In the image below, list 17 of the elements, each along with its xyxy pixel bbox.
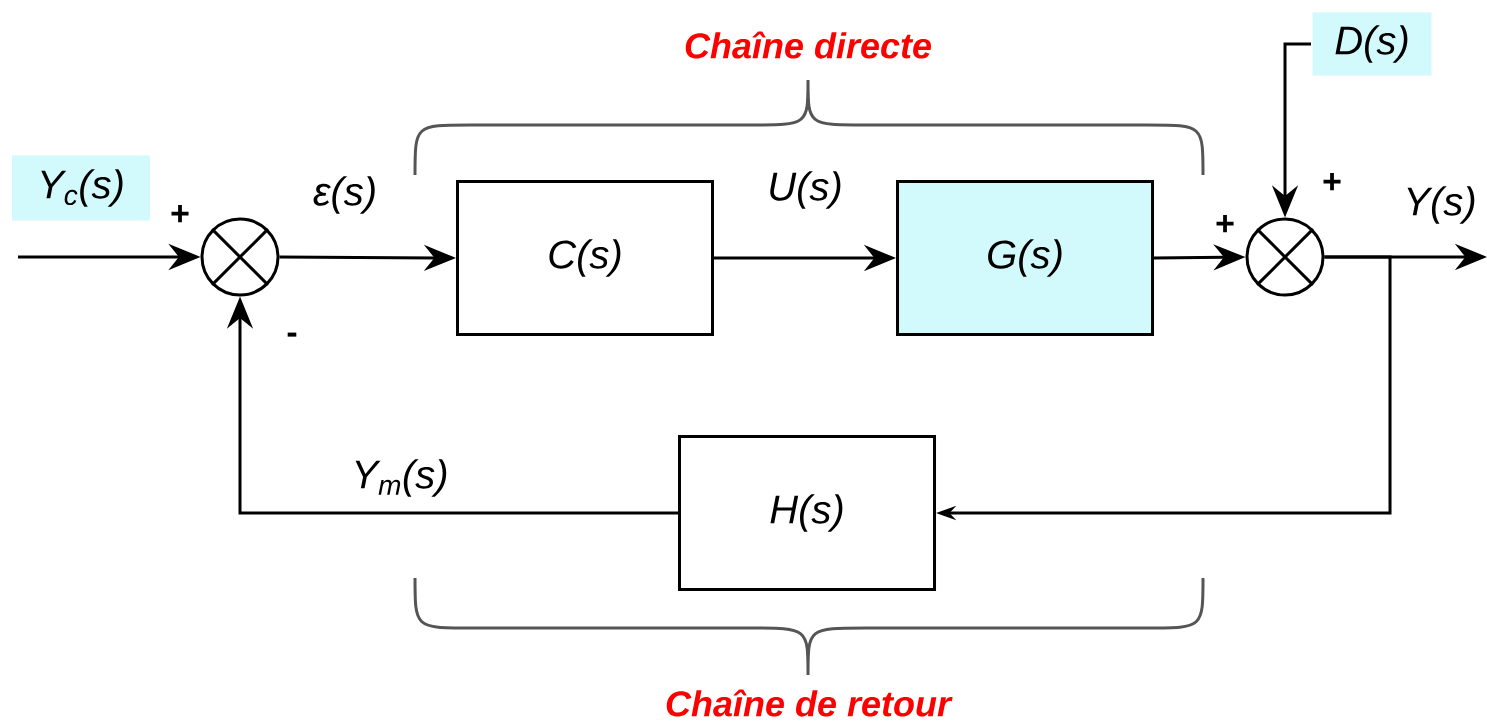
sign-label: -: [287, 332, 297, 337]
sign-label: +: [1323, 173, 1341, 191]
transfer-box: H(s): [678, 435, 936, 591]
summing-junction: [1245, 217, 1325, 297]
signal-label: Y$_{c}$(s): [12, 155, 150, 221]
transfer-box: C(s): [456, 180, 714, 336]
brace-title: Chaîne de retour: [666, 689, 953, 717]
brace-title: Chaîne directe: [685, 31, 931, 59]
signal-label: Y$_{m}$(s): [355, 459, 447, 497]
sign-label: +: [171, 205, 189, 223]
sign-label: +: [1216, 215, 1234, 233]
signal-label: D(s): [1312, 12, 1432, 76]
signal-label: U(s): [770, 171, 841, 209]
transfer-box: G(s): [896, 180, 1154, 336]
summing-junction: [200, 217, 280, 297]
signal-label: ε(s): [313, 176, 375, 214]
signal-label: Y(s): [1407, 186, 1475, 224]
